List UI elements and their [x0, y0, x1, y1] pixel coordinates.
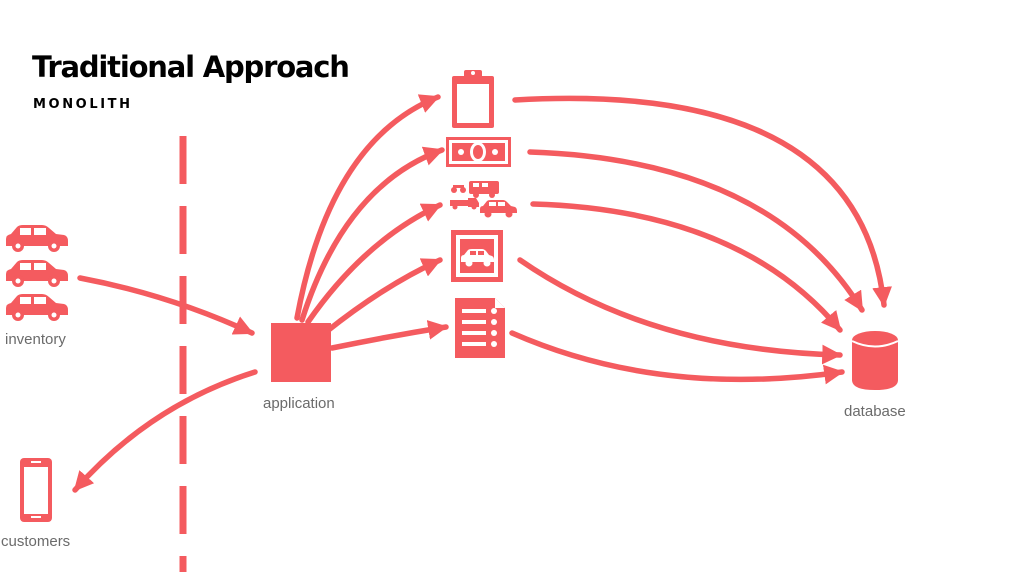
arrow-clipboard-to-database — [512, 95, 892, 308]
customers-label: customers — [1, 533, 71, 550]
arrow-framed-car-to-database — [517, 257, 843, 365]
page-title: Traditional Approach — [32, 50, 350, 84]
cars-icon — [6, 225, 68, 321]
page-subtitle: MONOLITH — [33, 97, 133, 112]
arrow-banknote-to-database — [527, 149, 865, 313]
arrow-vehicles-to-database — [530, 201, 843, 333]
square-block-icon — [271, 323, 331, 382]
arrow-application-to-framed-car — [323, 257, 443, 335]
database-label: database — [844, 403, 906, 420]
inventory-label: inventory — [5, 331, 66, 348]
arrow-application-to-clipboard — [294, 94, 441, 321]
vehicles-icon — [450, 181, 517, 218]
checklist-icon — [455, 298, 505, 358]
arrow-inventory-to-application — [77, 275, 255, 336]
arrow-application-to-customers — [72, 369, 258, 493]
application-label: application — [263, 395, 335, 412]
arrow-checklist-to-database — [509, 330, 845, 385]
arrow-application-to-vehicles — [305, 202, 443, 325]
arrow-application-to-banknote — [299, 146, 445, 323]
arrow-application-to-checklist — [329, 320, 449, 351]
smartphone-icon — [20, 458, 52, 522]
framed-car-icon — [451, 230, 503, 282]
banknote-icon — [446, 137, 511, 167]
clipboard-icon — [452, 70, 494, 128]
database-cylinder-icon — [851, 331, 899, 390]
